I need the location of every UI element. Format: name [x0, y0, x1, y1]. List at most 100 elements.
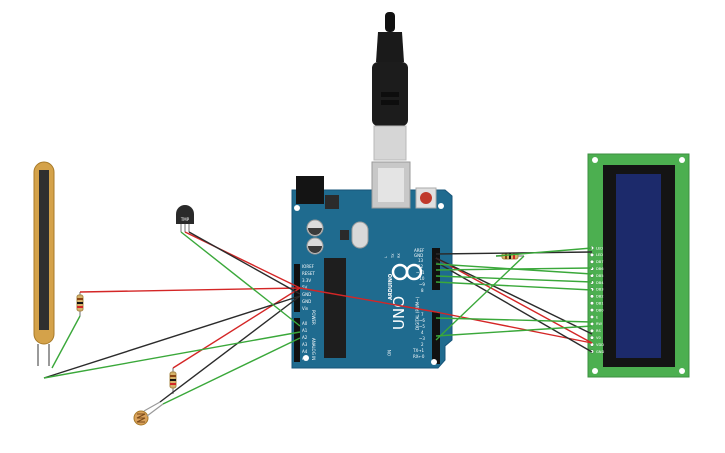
temperature-sensor: TMP — [176, 205, 194, 232]
wires — [43, 231, 593, 405]
pin-label-a4: A4 — [302, 349, 308, 354]
power-jack — [296, 176, 324, 204]
usb-cable-wire — [385, 12, 395, 32]
lcd-pin-label-6: DB3 — [596, 288, 604, 292]
lcd-pin-label-14: VDD — [596, 343, 604, 347]
lcd-pin-label-1: LED — [596, 253, 603, 257]
pin-label-2: 2 — [421, 342, 424, 347]
resistor-flex — [76, 292, 84, 316]
pin-label-8: 8 — [421, 288, 424, 293]
lcd-pin-label-11: RW — [596, 322, 602, 326]
lcd-pin-2 — [589, 259, 595, 264]
pin-label-gnd-1: GND — [302, 292, 311, 297]
analog-label: ANALOG IN — [311, 338, 316, 360]
wire-flex-res-5v — [79, 287, 301, 293]
pin-label-6: ~6 — [419, 318, 425, 323]
lcd-screen — [616, 174, 661, 358]
pin-label-3v3: 3.3V — [302, 278, 311, 283]
lcd-pin-label-15: GND — [596, 350, 604, 354]
wire-res-lcd — [495, 247, 593, 257]
pin-label-4: 4 — [421, 330, 424, 335]
lcd-pin-label-5: DB4 — [596, 281, 604, 285]
lcd-pin-12 — [589, 328, 595, 333]
lcd-pin-8 — [589, 301, 595, 306]
photoresistor — [133, 401, 164, 426]
digital-label: DIGITAL (PWM~) — [415, 296, 420, 330]
crystal — [351, 221, 369, 249]
pin-label-aref: AREF — [414, 248, 425, 253]
wire-photo-a2 — [162, 337, 301, 405]
l-led-label: L — [384, 256, 388, 258]
rx-led-label: RX — [397, 253, 401, 258]
wire-gnd-lcd-k — [435, 251, 593, 255]
pin-label-a2: A2 — [302, 335, 308, 340]
lcd-pin-label-12: RS — [596, 329, 601, 333]
arduino-model-label: UNO — [390, 296, 408, 330]
pin-label-12: 12 — [418, 264, 424, 269]
lcd-pin-1 — [589, 252, 595, 257]
lcd-pin-7 — [589, 294, 595, 299]
pin-label-9: ~9 — [419, 282, 425, 287]
wire-7-lcd — [435, 317, 593, 323]
lcd-pin-9 — [589, 308, 595, 313]
wire-photo-gnd — [159, 295, 301, 403]
pin-label-a5: A5 — [302, 356, 308, 361]
wire-flex-gnd — [43, 295, 301, 379]
pin-label-10: ~10 — [416, 276, 425, 281]
lcd-pin-label-2: DB7 — [596, 260, 604, 264]
tmp-sensor-label: TMP — [180, 217, 190, 222]
lcd-pin-label-4: DB5 — [596, 274, 604, 278]
tx-led-label: TX — [391, 253, 395, 259]
tmp-sensor-body — [176, 205, 194, 224]
lcd-pin-label-0: LED — [596, 246, 603, 250]
pin-label-11: ~11 — [416, 270, 425, 275]
on-led-label: ON — [387, 350, 392, 356]
pin-label-tx1: TX→1 — [412, 348, 425, 353]
voltage-regulator — [325, 195, 339, 209]
pin-label-a1: A1 — [302, 328, 308, 333]
pin-label-vin: Vin — [302, 306, 309, 311]
wire-11-lcd — [435, 267, 593, 271]
wire-flex-a1 — [43, 331, 301, 379]
pin-label-a0: A0 — [302, 321, 308, 326]
digital-header-top — [432, 248, 440, 290]
pin-label-3: ~3 — [419, 336, 425, 341]
wire-13-lcd — [435, 257, 593, 344]
resistor-photocell — [169, 368, 177, 394]
usb-plug-metal — [373, 125, 407, 161]
pin-label-ioref: IOREF — [302, 264, 315, 269]
wire-gnd-lcd-gnd — [435, 261, 593, 353]
lcd-pin-header: LEDLEDDB7DB6DB5DB4DB3DB2DB1DB0ERWRSV0VDD… — [589, 245, 604, 354]
lcd-pin-label-7: DB2 — [596, 295, 604, 299]
pin-label-gnd-3: GND — [414, 253, 423, 258]
lcd-pin-label-3: DB6 — [596, 267, 604, 271]
wire-tmp-gnd — [188, 231, 301, 295]
wire-flex-res — [51, 315, 81, 369]
lcd-pin-11 — [589, 321, 595, 326]
pin-label-rx0: RX←0 — [413, 354, 425, 359]
lcd-pin-10 — [589, 314, 595, 320]
usb-strain-relief — [376, 32, 404, 62]
pin-label-7: 7 — [421, 312, 424, 317]
pin-label-gnd-2: GND — [302, 299, 311, 304]
arduino-brand-label: ARDUINO — [388, 274, 394, 300]
atmega-chip — [324, 258, 346, 358]
wire-10-lcd — [435, 275, 593, 283]
lcd-pin-label-13: V0 — [596, 336, 601, 340]
wire-9-lcd — [435, 281, 593, 291]
lcd-display: LEDLEDDB7DB6DB5DB4DB3DB2DB1DB0ERWRSV0VDD… — [587, 153, 690, 378]
pin-label-5: ~5 — [419, 324, 425, 329]
arduino-board: ARDUINO UNO ON L TX RX DIGITAL (PWM~) PO… — [291, 161, 453, 369]
wire-vdd-lcd — [435, 311, 593, 344]
flex-sensor-strip — [39, 170, 49, 330]
wire-tmp-5v — [184, 231, 301, 289]
usb-cable — [372, 12, 408, 161]
wire-3-res — [435, 255, 525, 341]
pin-label-5v: 5V — [302, 285, 308, 290]
lcd-pin-label-10: E — [596, 315, 599, 319]
wire-photo-res-5v — [172, 287, 301, 369]
lcd-pin-label-8: DB1 — [596, 302, 604, 306]
wire-4-lcd — [435, 325, 593, 337]
pin-label-13: 13 — [418, 258, 424, 263]
